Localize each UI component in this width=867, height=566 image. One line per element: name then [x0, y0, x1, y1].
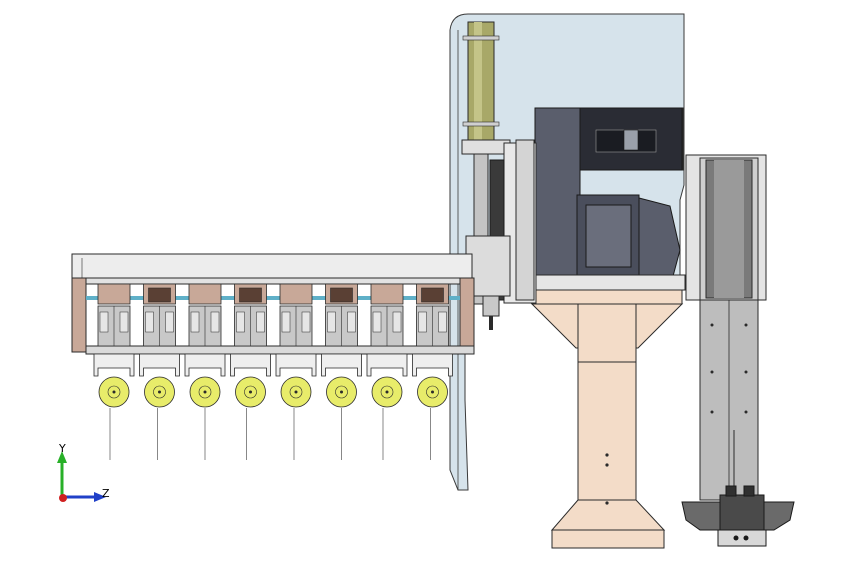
gripper-unit	[139, 283, 180, 460]
steel-column	[699, 299, 759, 501]
pedestal	[530, 289, 684, 549]
gripper-unit	[230, 283, 271, 460]
gripper-array	[93, 283, 453, 460]
gripper-unit	[366, 283, 408, 460]
axis-z-label: Z	[102, 487, 110, 500]
gripper-unit	[184, 283, 226, 460]
gripper-unit	[321, 283, 362, 460]
gripper-unit	[412, 283, 453, 460]
gripper-unit	[93, 283, 135, 460]
motor-housing	[534, 107, 686, 291]
vertical-slide	[461, 21, 537, 330]
gripper-bar	[71, 253, 475, 355]
drum-unit	[685, 154, 767, 301]
coordinate-triad: Y Z	[57, 442, 110, 502]
gripper-unit	[275, 283, 317, 460]
base-fixture	[681, 485, 795, 547]
axis-y-label: Y	[58, 442, 66, 455]
